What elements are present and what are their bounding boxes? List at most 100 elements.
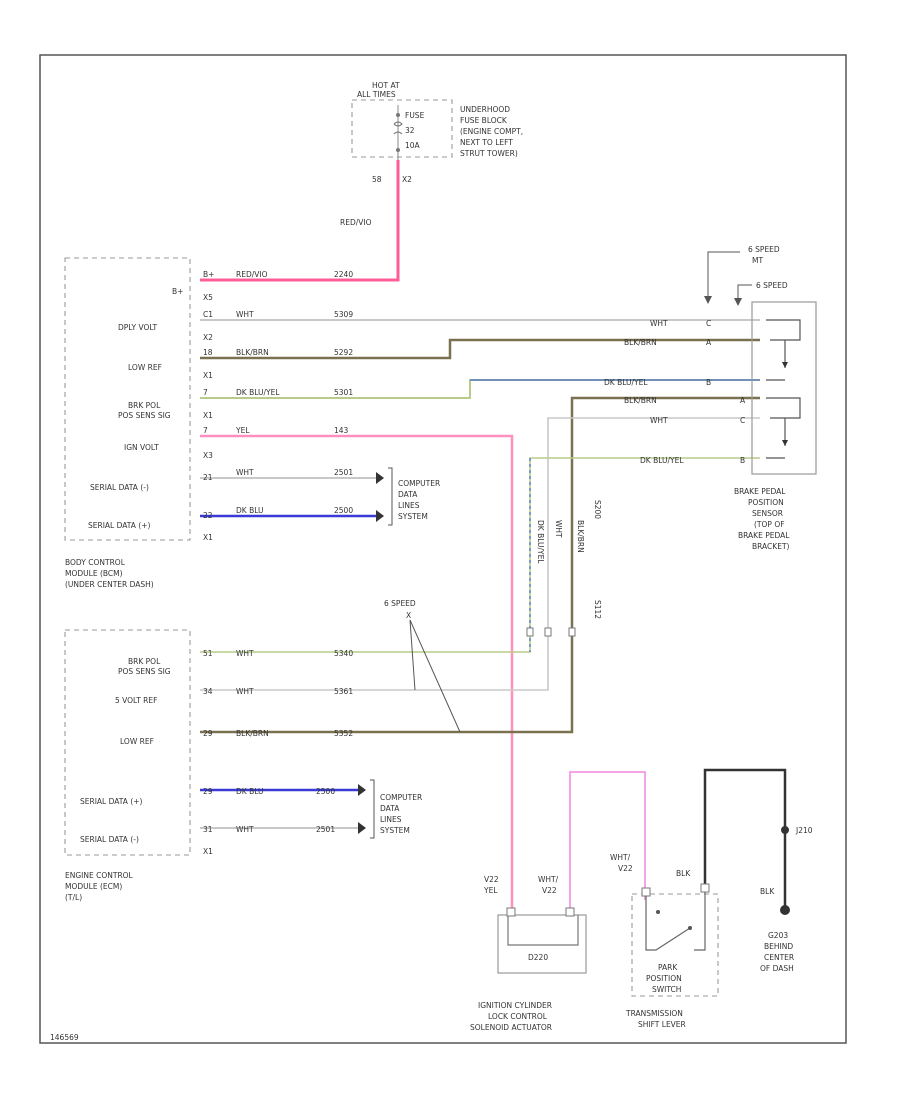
bcm-pin-dply-volt: DPLY VOLT C1 X2 WHT 5309 [118,310,353,342]
wire-vert-blk-brn [200,396,760,734]
svg-text:X5: X5 [203,293,213,302]
svg-text:X1: X1 [203,411,213,420]
svg-text:BLK/BRN: BLK/BRN [236,348,269,357]
brake-pedal-position-sensor: 6 SPEED MT 6 SPEED WHT C BLK/BRN A DK BL… [604,245,817,551]
park-position-switch: WHT/ V22 BLK PARK POSITION SWITCH TRANSM… [610,853,719,1029]
svg-text:(TOP OF: (TOP OF [754,520,785,529]
svg-text:POSITION: POSITION [646,974,682,983]
ecm-pin-brk-pos: BRK POL POS SENS SIG 51 WHT 5340 [118,649,353,676]
svg-text:WHT: WHT [236,468,254,477]
svg-text:LINES: LINES [398,501,420,510]
bcm-name-line-3: (UNDER CENTER DASH) [65,580,154,589]
wire-bcm-low-ref [200,338,760,360]
underhood-fuse-block: HOT AT ALL TIMES FUSE 32 10A UNDERHOOD F… [340,81,523,227]
all-times-label: ALL TIMES [357,90,396,99]
svg-text:5 VOLT REF: 5 VOLT REF [115,696,157,705]
svg-text:2500: 2500 [316,787,335,796]
wires [200,160,787,912]
svg-text:POSITION: POSITION [748,498,784,507]
svg-text:SERIAL DATA (-): SERIAL DATA (-) [90,483,149,492]
svg-text:X2: X2 [203,333,213,342]
svg-text:51: 51 [203,649,213,658]
fuse-block-line-3: (ENGINE COMPT, [460,127,523,136]
engine-control-module: BRK POL POS SENS SIG 51 WHT 5340 5 VOLT … [64,599,416,902]
svg-text:SENSOR: SENSOR [752,509,783,518]
svg-text:BLK/BRN: BLK/BRN [576,520,585,553]
ecm-pin-serial-neg: SERIAL DATA (-) 31 X1 WHT 2501 [80,825,335,856]
svg-text:X1: X1 [203,533,213,542]
svg-text:A: A [706,338,712,347]
svg-text:X3: X3 [203,451,213,460]
svg-text:DK BLU/YEL: DK BLU/YEL [236,388,280,397]
bcm-pin-ign-volt: IGN VOLT 7 X3 YEL 143 [124,426,349,460]
svg-text:5361: 5361 [334,687,353,696]
body-control-module: B+ B+ X5 RED/VIO 2240 DPLY VOLT C1 X2 WH… [64,257,353,589]
ecm-name-line-1: ENGINE CONTROL [65,871,134,880]
svg-text:C: C [706,319,711,328]
svg-text:DK BLU/YEL: DK BLU/YEL [604,378,648,387]
svg-text:LOW REF: LOW REF [120,737,154,746]
svg-text:TRANSMISSION: TRANSMISSION [625,1009,683,1018]
svg-text:2500: 2500 [334,506,353,515]
svg-text:POS SENS SIG: POS SENS SIG [118,411,171,420]
fuse-block-line-1: UNDERHOOD [460,105,510,114]
fuse-pin-58: 58 [372,175,382,184]
svg-text:2240: 2240 [334,270,353,279]
svg-text:X1: X1 [203,371,213,380]
svg-text:DK BLU/YEL: DK BLU/YEL [536,520,545,564]
svg-text:DATA: DATA [380,804,400,813]
fuse-wire-label: RED/VIO [340,218,372,227]
svg-text:B: B [740,456,745,465]
svg-text:DK BLU/YEL: DK BLU/YEL [640,456,684,465]
svg-text:6 SPEED: 6 SPEED [748,245,780,254]
svg-text:WHT: WHT [236,687,254,696]
svg-text:POS SENS SIG: POS SENS SIG [118,667,171,676]
svg-text:RED/VIO: RED/VIO [236,270,268,279]
svg-text:BRK POL: BRK POL [128,401,161,410]
svg-text:S112: S112 [593,600,602,619]
svg-text:B+: B+ [203,270,214,279]
wire-solenoid-park [569,771,646,912]
ecm-speed-note: 6 SPEED [384,599,416,608]
wire-red-vio [200,160,400,282]
ignition-lock-solenoid: D220 V22 YEL WHT/ V22 IGNITION CYLINDER … [470,875,587,1032]
fuse-amperage: 10A [405,141,421,150]
svg-text:BLK: BLK [676,869,691,878]
svg-text:WHT: WHT [650,319,668,328]
svg-text:BLK/BRN: BLK/BRN [236,729,269,738]
svg-text:COMPUTER: COMPUTER [398,479,440,488]
svg-text:BRAKE PEDAL: BRAKE PEDAL [734,487,786,496]
wire-vert-wht [200,417,760,691]
bcm-pin-b-plus: B+ B+ X5 RED/VIO 2240 [172,270,353,302]
svg-text:V22: V22 [542,886,557,895]
svg-text:PARK: PARK [658,963,678,972]
svg-text:D220: D220 [528,953,548,962]
svg-text:SYSTEM: SYSTEM [380,826,410,835]
svg-text:WHT: WHT [236,825,254,834]
fuse-number: 32 [405,126,415,135]
svg-text:X: X [406,611,411,620]
bcm-pin-serial-neg: SERIAL DATA (-) 21 WHT 2501 [90,468,353,492]
svg-text:SYSTEM: SYSTEM [398,512,428,521]
svg-text:SHIFT LEVER: SHIFT LEVER [638,1020,686,1029]
svg-text:SERIAL DATA (-): SERIAL DATA (-) [80,835,139,844]
svg-text:SERIAL DATA (+): SERIAL DATA (+) [88,521,151,530]
svg-text:OF DASH: OF DASH [760,964,794,973]
ecm-pin-serial-pos: SERIAL DATA (+) 29 DK BLU 2500 [80,787,335,806]
svg-text:5352: 5352 [334,729,353,738]
svg-text:LOCK CONTROL: LOCK CONTROL [488,1012,548,1021]
svg-text:WHT: WHT [554,520,563,538]
svg-text:21: 21 [203,473,213,482]
svg-text:BLK/BRN: BLK/BRN [624,396,657,405]
svg-text:C: C [740,416,745,425]
ecm-name-line-3: (T/L) [65,893,82,902]
wire-ground-blk [703,768,787,910]
svg-text:BLK/BRN: BLK/BRN [624,338,657,347]
svg-text:X1: X1 [203,847,213,856]
svg-text:V22: V22 [484,875,499,884]
svg-text:LOW REF: LOW REF [128,363,162,372]
ecm-name-line-2: MODULE (ECM) [65,882,122,891]
bcm-pin-serial-pos: SERIAL DATA (+) 22 X1 DK BLU 2500 [88,506,353,542]
wire-bcm-brk-pos [200,379,760,399]
svg-text:31: 31 [203,825,213,834]
